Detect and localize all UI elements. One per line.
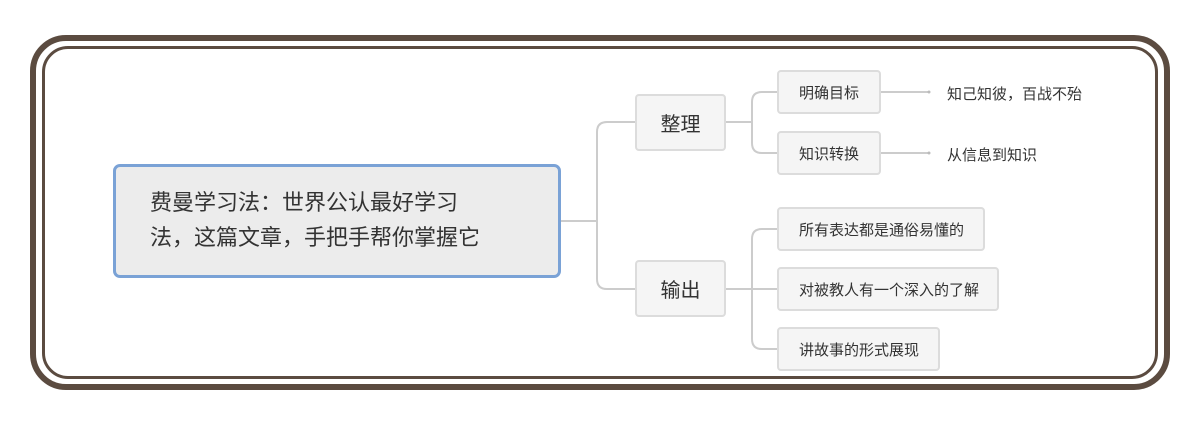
subtopic-storytelling[interactable]: 讲故事的形式展现 [777,327,940,371]
subtopic-goal[interactable]: 明确目标 [777,70,881,114]
subtopic-label: 所有表达都是通俗易懂的 [799,220,965,239]
leaf-know-yourself[interactable]: 知己知彼，百战不殆 [947,85,1083,103]
leaf-dot [927,151,931,155]
topic-shuchu[interactable]: 输出 [635,260,726,317]
topic-zhengli[interactable]: 整理 [635,94,726,151]
leaf-info-to-knowledge[interactable]: 从信息到知识 [947,146,1038,164]
subtopic-label: 对被教人有一个深入的了解 [799,280,980,299]
root-line-2: 法，这篇文章，手把手帮你掌握它 [150,226,481,251]
link-shuchu-children [726,228,777,350]
leaf-dot [927,90,931,94]
subtopic-plain-language[interactable]: 所有表达都是通俗易懂的 [777,207,985,251]
subtopic-label: 知识转换 [799,144,860,163]
subtopic-label: 讲故事的形式展现 [799,340,920,359]
link-zhengli-children [726,91,777,154]
topic-label: 整理 [660,112,701,136]
root-line-1: 费曼学习法：世界公认最好学习 [150,191,459,216]
topic-label: 输出 [660,278,701,302]
link-root-branches [561,121,635,290]
subtopic-transform[interactable]: 知识转换 [777,131,881,175]
root-topic[interactable]: 费曼学习法：世界公认最好学习 法，这篇文章，手把手帮你掌握它 [113,164,561,278]
subtopic-label: 明确目标 [799,83,860,102]
outer-frame [30,35,1170,390]
subtopic-understand-audience[interactable]: 对被教人有一个深入的了解 [777,267,999,311]
inner-frame [42,46,1158,379]
